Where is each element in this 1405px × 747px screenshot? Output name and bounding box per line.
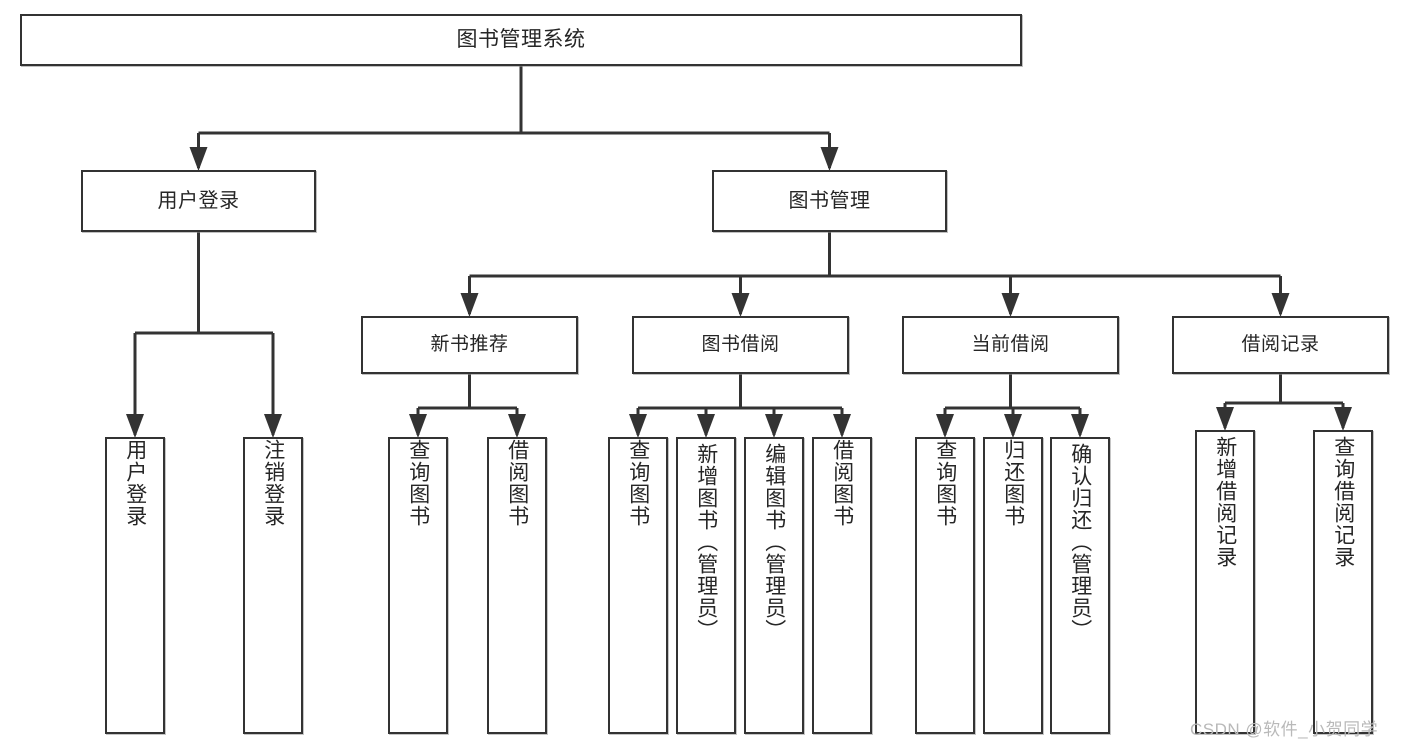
leaf-node-10[interactable]: 确认归还（管理员） <box>1050 437 1110 734</box>
node-label: 归还图书 <box>1001 439 1025 527</box>
node-label: 新书推荐 <box>430 334 509 356</box>
leaf-node-6[interactable]: 编辑图书（管理员） <box>744 437 804 734</box>
node-label: 借阅图书 <box>830 439 854 527</box>
node-label: 用户登录 <box>157 189 240 212</box>
node-label: 查询图书 <box>406 439 430 527</box>
leaf-node-5[interactable]: 新增图书（管理员） <box>676 437 736 734</box>
node-label: 图书借阅 <box>701 334 780 356</box>
node-label: 用户登录 <box>123 439 147 527</box>
leaf-node-1[interactable]: 注销登录 <box>243 437 303 734</box>
leaf-node-9[interactable]: 归还图书 <box>983 437 1043 734</box>
level1-node-0[interactable]: 用户登录 <box>81 170 316 232</box>
leaf-node-11[interactable]: 新增借阅记录 <box>1195 430 1255 734</box>
node-label: 查询图书 <box>626 439 650 527</box>
node-label: 注销登录 <box>261 439 285 527</box>
node-label: 当前借阅 <box>971 334 1050 356</box>
csdn-watermark: CSDN @软件_小贺同学 <box>1190 720 1379 739</box>
node-label: 新增借阅记录 <box>1213 436 1237 568</box>
level2-node-1[interactable]: 图书借阅 <box>632 316 849 374</box>
node-label: 查询图书 <box>933 439 957 527</box>
leaf-node-4[interactable]: 查询图书 <box>608 437 668 734</box>
node-label: 查询借阅记录 <box>1331 436 1355 568</box>
node-label: 借阅图书 <box>505 439 529 527</box>
node-label: 编辑图书（管理员） <box>762 443 786 641</box>
leaf-node-0[interactable]: 用户登录 <box>105 437 165 734</box>
node-label: 借阅记录 <box>1241 334 1320 356</box>
node-label: 图书管理 <box>788 189 871 212</box>
level2-node-3[interactable]: 借阅记录 <box>1172 316 1389 374</box>
node-label: 确认归还（管理员） <box>1068 443 1092 641</box>
leaf-node-2[interactable]: 查询图书 <box>388 437 448 734</box>
root-node[interactable]: 图书管理系统 <box>20 14 1022 66</box>
leaf-node-7[interactable]: 借阅图书 <box>812 437 872 734</box>
level2-node-0[interactable]: 新书推荐 <box>361 316 578 374</box>
leaf-node-12[interactable]: 查询借阅记录 <box>1313 430 1373 734</box>
leaf-node-3[interactable]: 借阅图书 <box>487 437 547 734</box>
leaf-node-8[interactable]: 查询图书 <box>915 437 975 734</box>
node-label: 图书管理系统 <box>456 27 586 51</box>
level1-node-1[interactable]: 图书管理 <box>712 170 947 232</box>
level2-node-2[interactable]: 当前借阅 <box>902 316 1119 374</box>
node-label: 新增图书（管理员） <box>694 443 718 641</box>
